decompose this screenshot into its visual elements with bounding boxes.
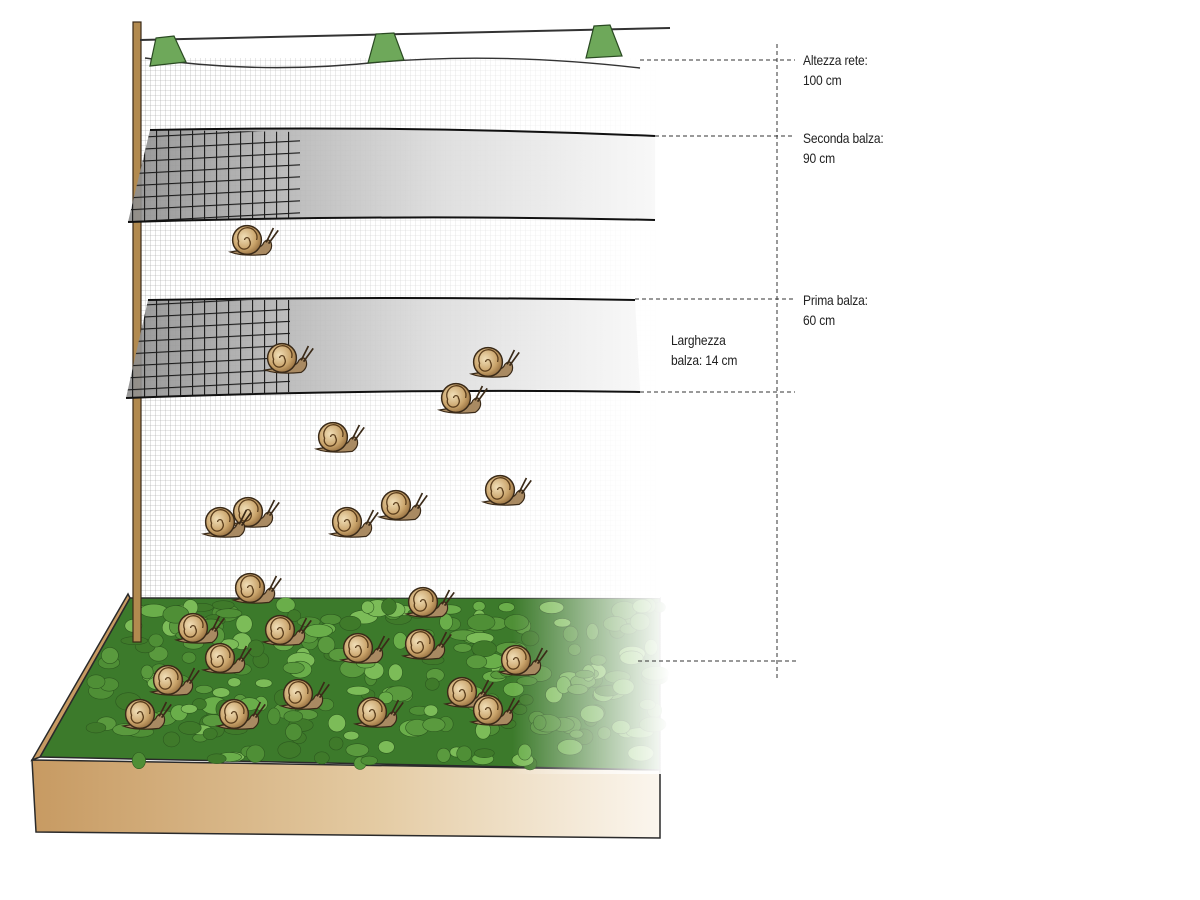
net-height-title: Altezza rete: [803,52,868,68]
first-flap-label: Prima balza: 60 cm [803,290,868,330]
second-flap-value: 90 cm [803,150,835,166]
dimension-lines [635,44,798,680]
top-wire [139,27,671,41]
flap-width-value: balza: 14 cm [671,352,738,368]
first-flap-title: Prima balza: [803,292,868,308]
flap-width-title: Larghezza [671,332,726,348]
net-clip-icon [149,24,623,67]
second-flap-title: Seconda balza: [803,130,884,146]
support-post [132,21,142,643]
net-height-label: Altezza rete: 100 cm [803,50,868,90]
second-flap [127,127,656,223]
flap-width-label: Larghezza balza: 14 cm [671,330,737,370]
first-flap [125,297,641,399]
net-height-value: 100 cm [803,72,842,88]
second-flap-label: Seconda balza: 90 cm [803,128,884,168]
first-flap-value: 60 cm [803,312,835,328]
